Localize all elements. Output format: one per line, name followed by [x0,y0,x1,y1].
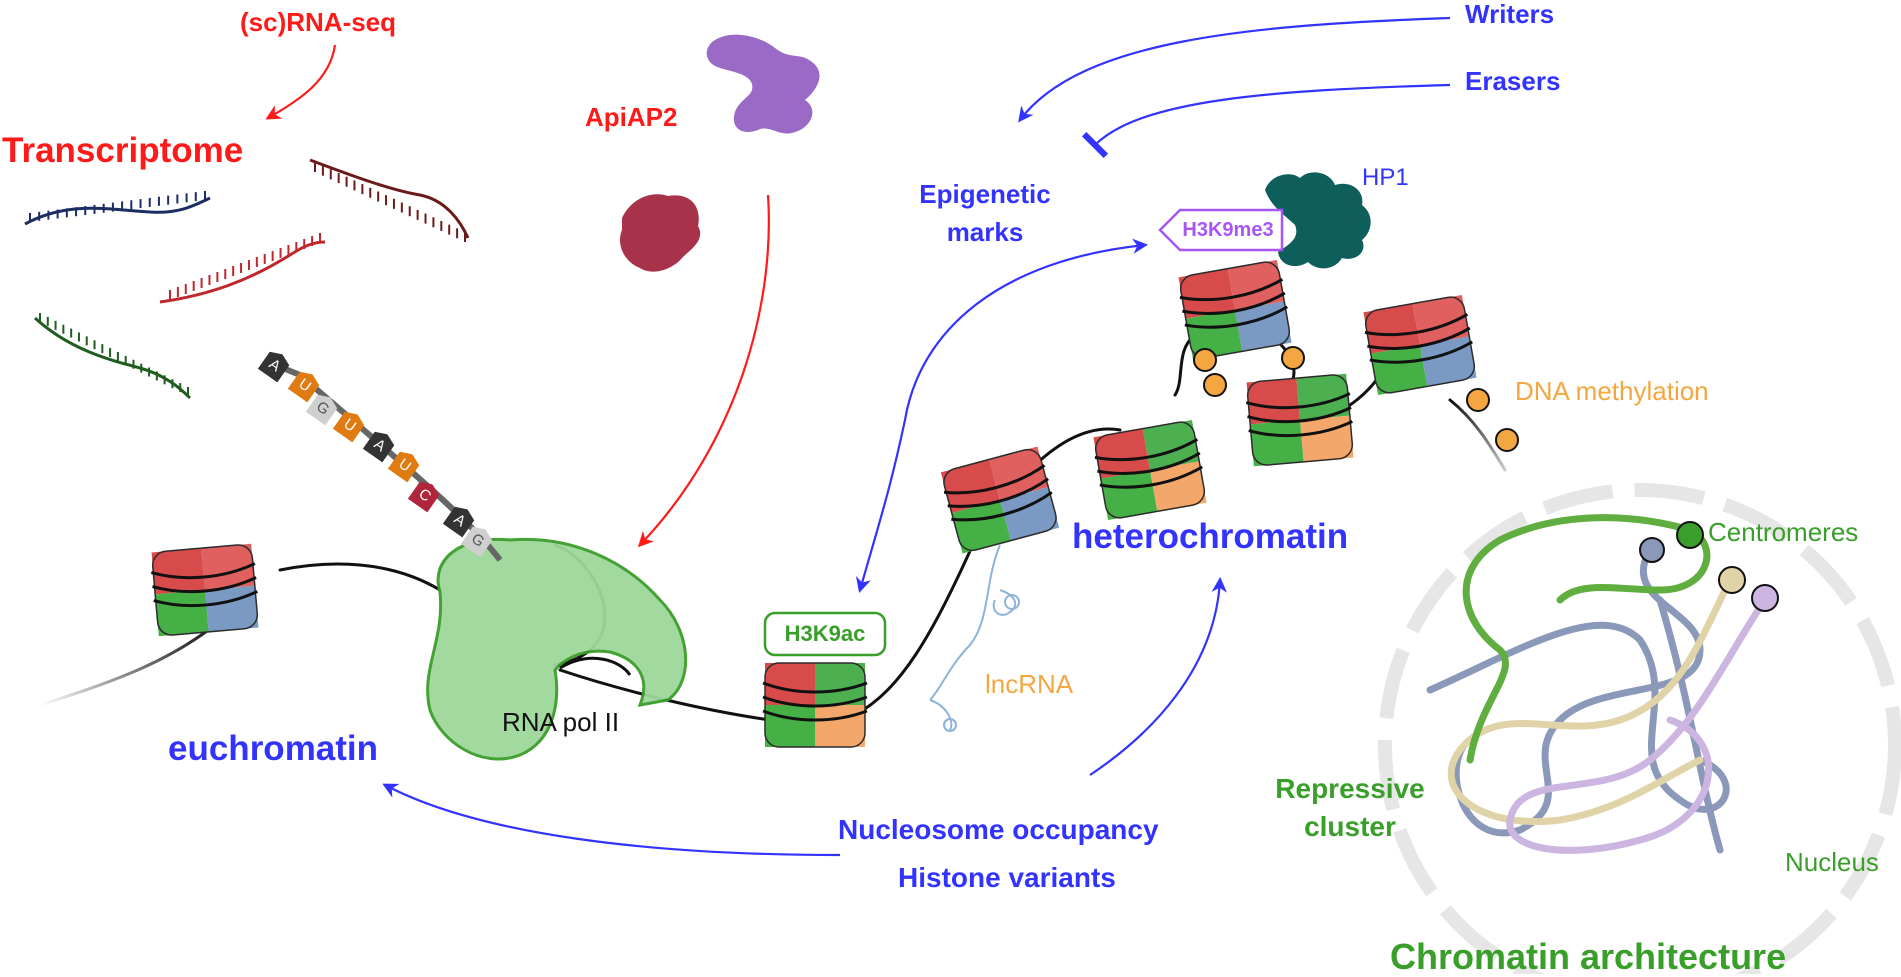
nucleosome [940,446,1060,554]
transcriptome-label: Transcriptome [2,131,244,170]
arrow-to-heterochromatin [1089,576,1227,776]
centromeres-label: Centromeres [1708,517,1859,547]
sc-rna-seq-label: (sc)RNA-seq [240,7,397,37]
histone-variants-label: Histone variants [898,862,1116,893]
arrow-rnaseq-to-transcriptome [265,44,337,120]
dna-methylation-label: DNA methylation [1515,376,1709,406]
repressive-cluster-line2: cluster [1304,811,1396,842]
epigenetic-marks-label: Epigenetic marks [895,175,1075,251]
hp1-label: HP1 [1362,164,1409,191]
nucleus-label: Nucleus [1785,847,1879,877]
lncrna-label: lncRNA [985,669,1074,699]
h3k9ac-label: H3K9ac [784,621,866,646]
epigenetic-marks-line1: Epigenetic [919,179,1051,209]
apiap2-protein-red [620,194,701,272]
arrow-apiap2-to-polii [637,194,770,548]
apiap2-protein-purple [706,34,820,134]
rna-strands [24,158,470,400]
arrow-erasers [1081,83,1451,159]
arrow-writers [1018,16,1451,123]
h3k9me3-tag [1158,208,1284,252]
nucleosome [1178,259,1292,361]
repressive-cluster-label: Repressive cluster [1255,770,1445,846]
nucleosome [762,662,868,748]
arrow-to-euchromatin [382,783,841,857]
heterochromatin-label: heterochromatin [1072,517,1349,556]
repressive-cluster-line1: Repressive [1275,773,1425,804]
nucleosome [1093,419,1207,521]
arrows [265,16,1451,857]
nucleosome [150,543,259,637]
chromosome-territories [1426,514,1769,854]
hp1-protein [1265,172,1371,269]
h3k9ac-tag [763,611,887,657]
apiap2-label: ApiAP2 [585,102,678,132]
rna-pol-ii [426,537,688,761]
nucleus-envelope [1378,483,1901,974]
epigenetic-marks-line2: marks [946,217,1024,247]
arrow-marks-bidirectional [855,238,1149,593]
nucleosomes [150,259,1477,748]
nucleosome [1245,373,1354,467]
h3k9me3-label: H3K9me3 [1182,218,1274,241]
nucleosome [1363,294,1477,396]
dna-methylation-dots [1193,346,1519,452]
chromatin-architecture-label: Chromatin architecture [1390,936,1787,977]
erasers-label: Erasers [1465,66,1561,96]
writers-label: Writers [1465,0,1555,29]
euchromatin-label: euchromatin [168,729,379,768]
nucleosome-occupancy-label: Nucleosome occupancy [838,814,1159,845]
rna-pol-ii-label: RNA pol II [502,707,620,737]
lncrna-structure [929,544,1020,732]
centromere-dots [1639,521,1779,612]
